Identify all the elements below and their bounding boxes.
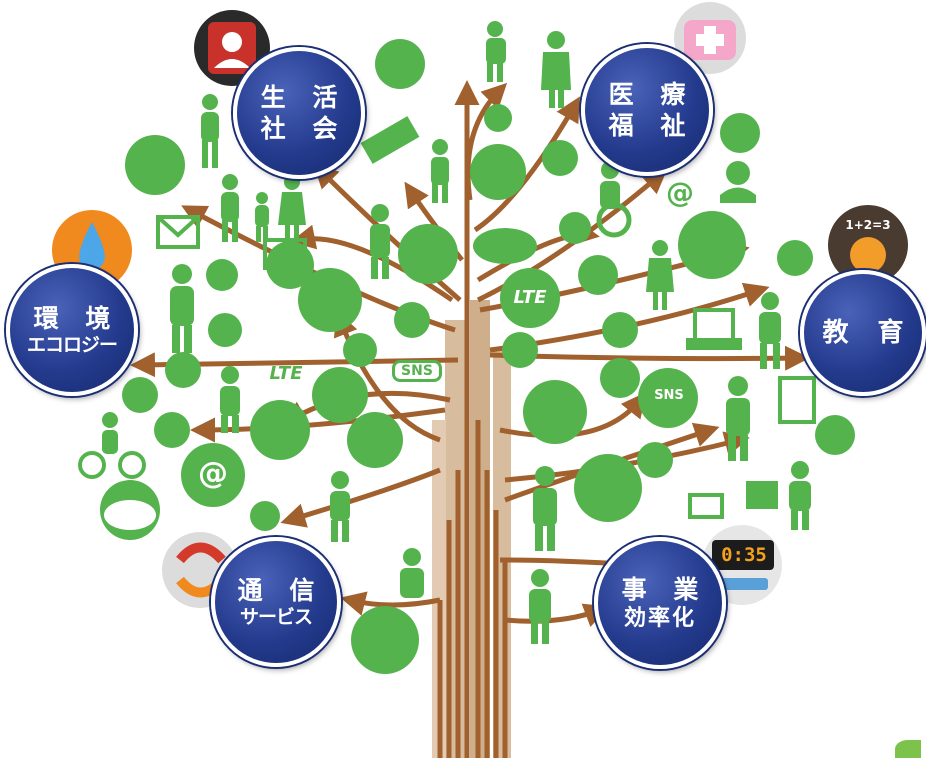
- contact-icon: [194, 10, 270, 86]
- clock-icon: [312, 367, 368, 423]
- badge-life-society[interactable]: 生 活 社 会: [233, 47, 365, 179]
- at-icon: [181, 443, 245, 507]
- clip-icon: [602, 312, 638, 348]
- lte-icon: [500, 268, 560, 328]
- icon-cluster: [100, 39, 855, 674]
- objects: [156, 116, 816, 519]
- search-icon: [502, 332, 538, 368]
- at-label-left: @: [198, 456, 228, 491]
- hospital-icon: [674, 2, 746, 74]
- globe3-icon: [542, 140, 578, 176]
- mail-outline-icon: [156, 215, 200, 249]
- globe-small-icon: [165, 352, 201, 388]
- badge-communication-line1: 通 信: [237, 575, 324, 605]
- globe-icon: [298, 268, 362, 332]
- share-icon: [206, 259, 238, 291]
- trunk-background: [432, 300, 511, 758]
- math-bird-icon: [828, 205, 908, 285]
- badge-medical-line1: 医 療: [608, 79, 695, 109]
- badge-business-efficiency[interactable]: 事 業 効率化: [594, 537, 726, 669]
- document-icon: [250, 400, 310, 460]
- plus-icon: [484, 104, 512, 132]
- badge-business-line2: 効率化: [623, 605, 696, 631]
- sns-label-right: SNS: [654, 388, 684, 403]
- login-icon: [720, 113, 760, 153]
- badge-environment-line1: 環 境: [33, 303, 120, 333]
- network-icon: [375, 39, 425, 89]
- camera-icon: [347, 412, 403, 468]
- lte-label-right: LTE: [513, 287, 547, 308]
- star2-icon: [777, 240, 813, 276]
- antenna-icon: [351, 606, 419, 674]
- bird-icon: [125, 135, 185, 195]
- link-icon: [343, 333, 377, 367]
- badge-education[interactable]: 教 育: [800, 270, 926, 396]
- at-label-right: @: [666, 176, 694, 209]
- sns-icon: [638, 368, 698, 428]
- sns-label-left: SNS: [392, 360, 442, 382]
- lte-label-left: LTE: [269, 363, 303, 384]
- corner-leaf-icon: [895, 740, 921, 758]
- person-icon: [394, 302, 430, 338]
- mail-icon: [574, 454, 642, 522]
- cloud2-icon: [473, 228, 537, 264]
- gear-icon: [122, 377, 158, 413]
- badge-medical-line2: 福 祉: [608, 111, 695, 140]
- badge-environment[interactable]: 環 境 エコロジー: [6, 264, 138, 396]
- badge-life-line1: 生 活: [260, 82, 347, 112]
- wifi2-icon: [815, 415, 855, 455]
- music-icon: [470, 144, 526, 200]
- navigate-icon: [578, 255, 618, 295]
- globe2-icon: [600, 358, 640, 398]
- chat-icon: [398, 224, 458, 284]
- badge-communication-line2: サービス: [239, 605, 313, 628]
- star-icon: [208, 313, 242, 347]
- clock2-icon: [637, 442, 673, 478]
- satellite-icon: [523, 380, 587, 444]
- wifi-icon: [266, 241, 314, 289]
- mic-icon: [678, 211, 746, 279]
- people: [78, 21, 811, 644]
- badge-medical-welfare[interactable]: 医 療 福 祉: [581, 44, 713, 176]
- math-label: 1+2=3: [845, 218, 891, 232]
- badge-business-line1: 事 業: [621, 574, 708, 604]
- badge-education-line1: 教 育: [822, 317, 914, 348]
- users-icon: [154, 412, 190, 448]
- trunk: [437, 80, 508, 758]
- box-icon: [559, 212, 591, 244]
- badge-life-line2: 社 会: [260, 114, 347, 143]
- clock-display: 0:35: [721, 544, 767, 566]
- badge-communication-service[interactable]: 通 信 サービス: [211, 537, 341, 667]
- badge-environment-line2: エコロジー: [26, 333, 118, 356]
- home-icon: [250, 501, 280, 531]
